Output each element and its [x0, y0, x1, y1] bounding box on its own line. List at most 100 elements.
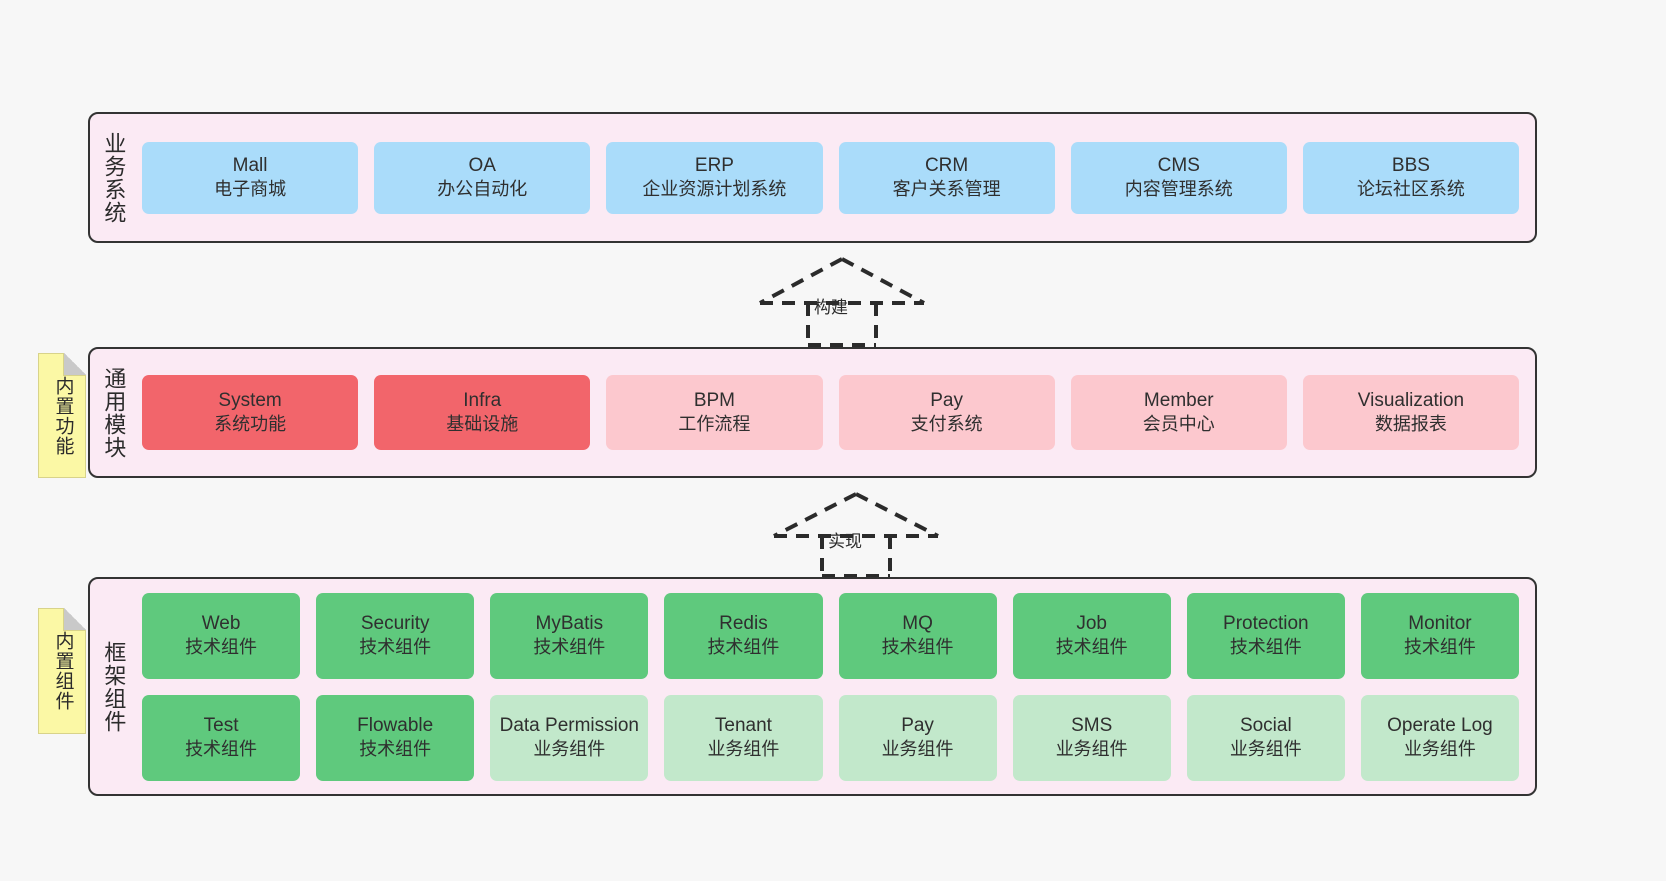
connector-build-arrow: 构建 — [752, 255, 932, 347]
card-protection-name: Protection — [1223, 612, 1309, 634]
card-monitor[interactable]: Monitor 技术组件 — [1360, 592, 1519, 679]
card-mybatis[interactable]: MyBatis 技术组件 — [490, 592, 649, 679]
card-system-name: System — [218, 389, 282, 411]
card-bpm[interactable]: BPM 工作流程 — [606, 375, 823, 450]
card-social-name: Social — [1239, 714, 1292, 736]
sticky-note-builtin-components-label: 内置组件 — [52, 631, 74, 711]
card-tenant-name: Tenant — [714, 714, 772, 736]
layer-framework-components: 框架组件 Web 技术组件 Security 技术组件 MyBatis 技术组件… — [88, 577, 1537, 796]
card-web[interactable]: Web 技术组件 — [142, 592, 301, 679]
connector-implement-arrow: 实现 — [766, 490, 946, 580]
card-tenant[interactable]: Tenant 业务组件 — [664, 694, 823, 781]
card-bpm-desc: 工作流程 — [678, 414, 751, 435]
card-mall[interactable]: Mall 电子商城 — [142, 141, 359, 214]
card-sms[interactable]: SMS 业务组件 — [1012, 694, 1171, 781]
layer-title-common: 通用模块 — [101, 366, 127, 459]
card-mq[interactable]: MQ 技术组件 — [838, 592, 997, 679]
card-tenant-desc: 业务组件 — [707, 739, 780, 760]
business-card-row: Mall 电子商城 OA 办公自动化 ERP 企业资源计划系统 CRM 客户关系… — [142, 141, 1520, 214]
card-data-permission[interactable]: Data Permission 业务组件 — [490, 694, 649, 781]
card-member[interactable]: Member 会员中心 — [1070, 375, 1287, 450]
layer-body-business: Mall 电子商城 OA 办公自动化 ERP 企业资源计划系统 CRM 客户关系… — [136, 114, 1535, 241]
card-pay-component-desc: 业务组件 — [881, 739, 954, 760]
card-security-name: Security — [360, 612, 430, 634]
card-system-desc: 系统功能 — [214, 414, 287, 435]
card-security[interactable]: Security 技术组件 — [316, 592, 475, 679]
card-data-permission-name: Data Permission — [499, 714, 639, 736]
card-operate-log-name: Operate Log — [1387, 714, 1493, 736]
card-mybatis-desc: 技术组件 — [533, 637, 606, 658]
card-crm[interactable]: CRM 客户关系管理 — [838, 141, 1055, 214]
card-member-desc: 会员中心 — [1142, 414, 1215, 435]
card-oa[interactable]: OA 办公自动化 — [374, 141, 591, 214]
card-security-desc: 技术组件 — [359, 637, 432, 658]
card-infra[interactable]: Infra 基础设施 — [374, 375, 591, 450]
card-web-desc: 技术组件 — [185, 637, 258, 658]
layer-common-modules: 通用模块 System 系统功能 Infra 基础设施 BPM 工作流程 Pay… — [88, 347, 1537, 478]
card-cms[interactable]: CMS 内容管理系统 — [1070, 141, 1287, 214]
card-infra-name: Infra — [463, 389, 502, 411]
card-system[interactable]: System 系统功能 — [142, 375, 359, 450]
layer-body-common: System 系统功能 Infra 基础设施 BPM 工作流程 Pay 支付系统… — [136, 349, 1535, 476]
card-job-desc: 技术组件 — [1055, 637, 1128, 658]
card-sms-desc: 业务组件 — [1055, 739, 1128, 760]
card-crm-name: CRM — [924, 154, 969, 176]
card-bbs-name: BBS — [1391, 154, 1430, 176]
card-protection-desc: 技术组件 — [1229, 637, 1302, 658]
card-bbs-desc: 论坛社区系统 — [1356, 179, 1465, 200]
arrowhead-right-edge — [855, 492, 939, 538]
card-job-name: Job — [1076, 612, 1107, 634]
card-test[interactable]: Test 技术组件 — [142, 694, 301, 781]
card-pay-module-desc: 支付系统 — [910, 414, 983, 435]
card-pay-component[interactable]: Pay 业务组件 — [838, 694, 997, 781]
card-operate-log[interactable]: Operate Log 业务组件 — [1360, 694, 1519, 781]
card-mybatis-name: MyBatis — [535, 612, 604, 634]
card-mall-desc: 电子商城 — [214, 179, 287, 200]
card-member-name: Member — [1143, 389, 1214, 411]
layer-body-framework: Web 技术组件 Security 技术组件 MyBatis 技术组件 Redi… — [136, 579, 1535, 794]
card-job[interactable]: Job 技术组件 — [1012, 592, 1171, 679]
card-visualization-desc: 数据报表 — [1374, 414, 1447, 435]
card-web-name: Web — [201, 612, 241, 634]
sticky-note-builtin-components: 内置组件 — [38, 608, 86, 734]
arrowhead-left-edge — [773, 492, 857, 538]
card-sms-name: SMS — [1071, 714, 1113, 736]
card-mq-desc: 技术组件 — [881, 637, 954, 658]
framework-card-row-1: Web 技术组件 Security 技术组件 MyBatis 技术组件 Redi… — [142, 592, 1519, 679]
card-social-desc: 业务组件 — [1229, 739, 1302, 760]
card-protection[interactable]: Protection 技术组件 — [1186, 592, 1345, 679]
arrowhead-right-edge — [841, 257, 925, 305]
card-monitor-name: Monitor — [1408, 612, 1472, 634]
sticky-note-builtin-features-label: 内置功能 — [52, 375, 74, 456]
card-pay-module[interactable]: Pay 支付系统 — [838, 375, 1055, 450]
card-pay-module-name: Pay — [930, 389, 963, 411]
card-bpm-name: BPM — [693, 389, 736, 411]
card-crm-desc: 客户关系管理 — [892, 179, 1001, 200]
card-pay-component-name: Pay — [901, 714, 934, 736]
card-mall-name: Mall — [232, 154, 268, 176]
card-redis[interactable]: Redis 技术组件 — [664, 592, 823, 679]
arrowhead-left-edge — [759, 257, 843, 305]
card-flowable[interactable]: Flowable 技术组件 — [316, 694, 475, 781]
layer-business-systems: 业务系统 Mall 电子商城 OA 办公自动化 ERP 企业资源计划系统 CRM… — [88, 112, 1537, 243]
card-erp[interactable]: ERP 企业资源计划系统 — [606, 141, 823, 214]
card-flowable-name: Flowable — [357, 714, 434, 736]
card-visualization[interactable]: Visualization 数据报表 — [1302, 375, 1520, 450]
connector-build-label: 构建 — [814, 298, 848, 317]
card-monitor-desc: 技术组件 — [1403, 637, 1476, 658]
sticky-note-builtin-features: 内置功能 — [38, 353, 86, 478]
card-bbs[interactable]: BBS 论坛社区系统 — [1302, 141, 1520, 214]
card-data-permission-desc: 业务组件 — [533, 739, 606, 760]
card-infra-desc: 基础设施 — [446, 414, 519, 435]
card-operate-log-desc: 业务组件 — [1403, 739, 1476, 760]
card-visualization-name: Visualization — [1357, 389, 1465, 411]
card-cms-desc: 内容管理系统 — [1124, 179, 1233, 200]
card-mq-name: MQ — [902, 612, 933, 634]
card-erp-desc: 企业资源计划系统 — [642, 179, 787, 200]
common-card-row: System 系统功能 Infra 基础设施 BPM 工作流程 Pay 支付系统… — [142, 375, 1520, 450]
card-oa-name: OA — [468, 154, 496, 176]
layer-title-framework: 框架组件 — [101, 640, 127, 733]
card-social[interactable]: Social 业务组件 — [1186, 694, 1345, 781]
card-flowable-desc: 技术组件 — [359, 739, 432, 760]
